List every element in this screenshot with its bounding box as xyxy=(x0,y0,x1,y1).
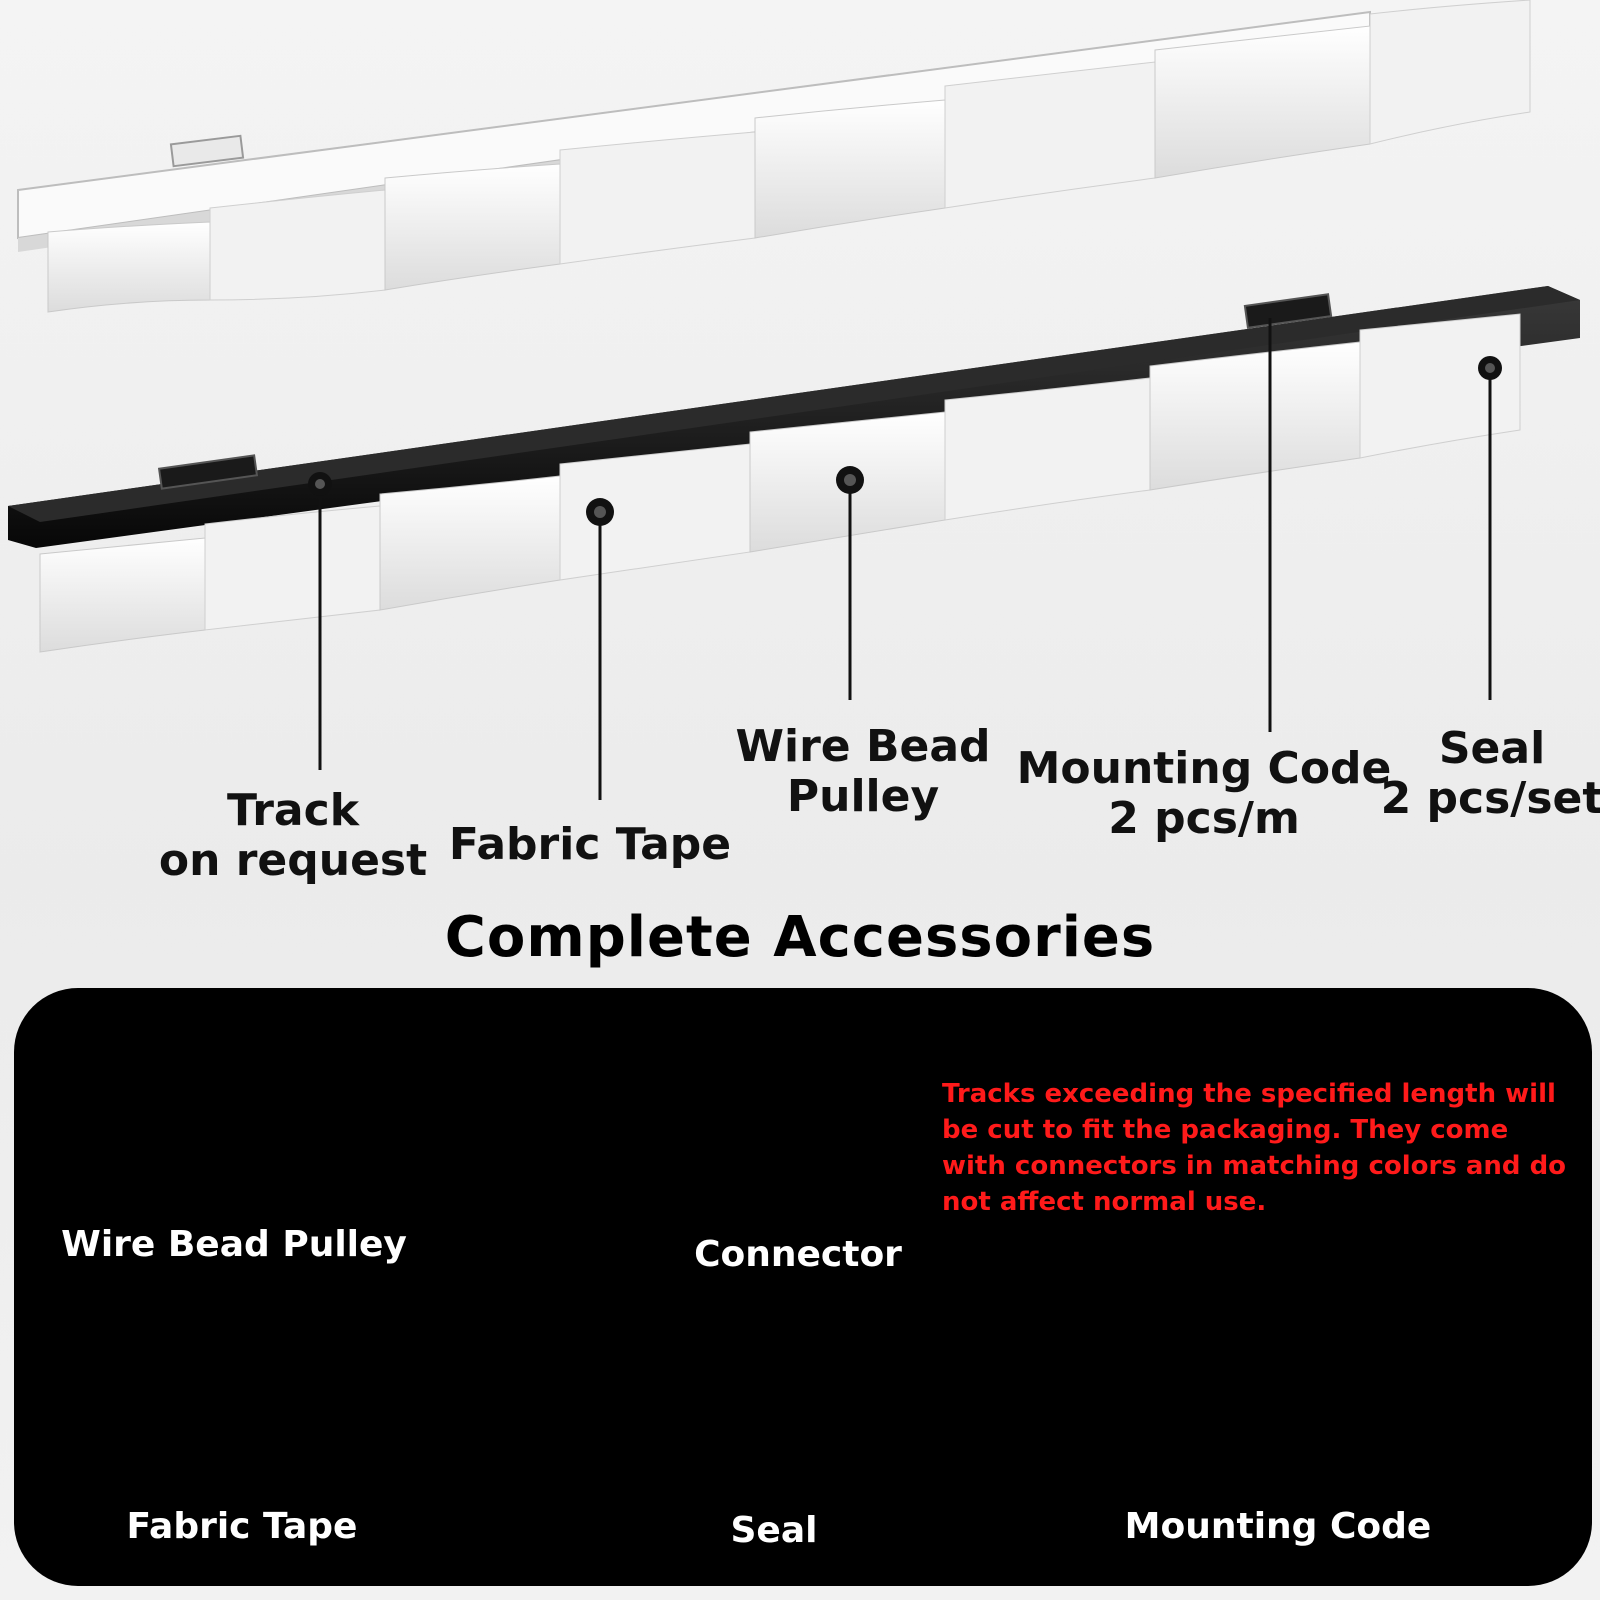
callout-dots xyxy=(308,356,1502,526)
fabric-tape-callout: Fabric Tape xyxy=(448,819,732,870)
length-note: Tracks exceeding the specified length wi… xyxy=(942,1079,1567,1217)
black-track xyxy=(8,286,1580,548)
fabric-tape-label: Fabric Tape xyxy=(126,1506,358,1547)
wire-bead-pulley-label: Wire Bead Pulley xyxy=(61,1224,407,1265)
page-title: Complete Accessories xyxy=(444,905,1156,970)
connector-label: Connector xyxy=(694,1234,902,1275)
callout-leaders xyxy=(318,318,1492,800)
accessories-panel: Wire Bead Pulley Connector Tracks exceed… xyxy=(14,988,1592,1586)
white-curtain xyxy=(47,0,1531,313)
seal-label: Seal xyxy=(730,1510,818,1551)
mounting-code-label: Mounting Code xyxy=(1124,1506,1432,1547)
